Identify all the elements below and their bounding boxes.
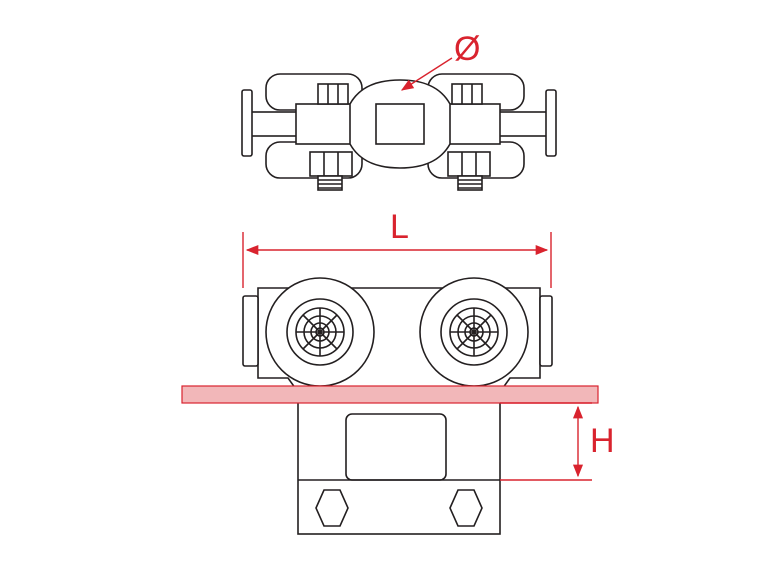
left-axle xyxy=(245,111,303,137)
nut-top-left xyxy=(317,83,349,105)
length-label: L xyxy=(390,208,409,246)
rail xyxy=(181,385,599,404)
diameter-leader-arrow xyxy=(400,57,453,91)
hex-bolt-left xyxy=(315,489,349,527)
end-cap-right xyxy=(539,295,553,367)
nut-bottom-left xyxy=(309,151,353,177)
left-end-disc xyxy=(241,89,253,157)
right-end-disc xyxy=(545,89,557,157)
end-cap-left xyxy=(242,295,259,367)
top-view xyxy=(241,73,557,191)
hex-bolt-right xyxy=(449,489,483,527)
front-view xyxy=(181,277,599,535)
bracket-window xyxy=(345,413,447,481)
bolt-thread-left xyxy=(317,175,343,191)
center-tube xyxy=(375,103,425,145)
wheel-right xyxy=(419,277,529,387)
nut-top-right xyxy=(451,83,483,105)
height-label: H xyxy=(590,422,615,460)
nut-bottom-right xyxy=(447,151,491,177)
diameter-label: Ø xyxy=(454,30,480,68)
wheel-left xyxy=(265,277,375,387)
bolt-thread-right xyxy=(457,175,483,191)
